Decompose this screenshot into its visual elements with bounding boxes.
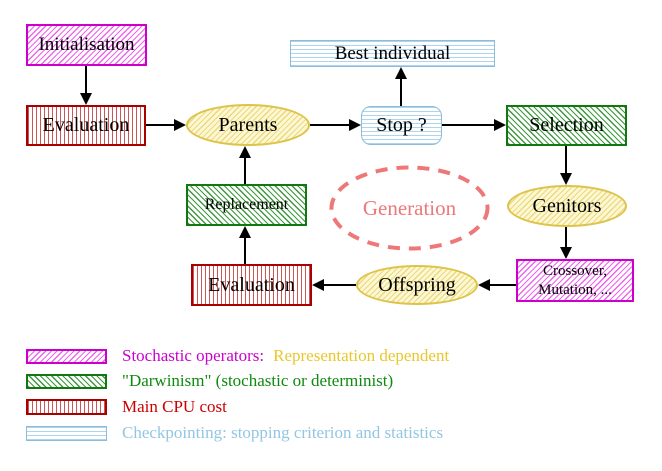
legend-swatch-cyan-stripes bbox=[26, 425, 107, 441]
arrow-crossover-to-offspring-line bbox=[490, 284, 516, 286]
arrow-stop-to-selection-line bbox=[442, 124, 495, 126]
legend-label-cpu-cost: Main CPU cost bbox=[122, 397, 227, 416]
node-evaluation-top-label: Evaluation bbox=[42, 114, 130, 136]
node-mutation-label: Mutation, ... bbox=[538, 281, 612, 298]
arrow-init-to-evaluation-head-icon bbox=[80, 93, 92, 105]
arrow-evaluation-to-replacement-head-icon bbox=[239, 226, 251, 238]
arrow-offspring-to-evaluation-head-icon bbox=[312, 279, 324, 291]
node-parents-label: Parents bbox=[218, 113, 278, 136]
legend-label-darwinism: "Darwinism" (stochastic or determinist) bbox=[122, 371, 394, 390]
node-crossover-label: Crossover, bbox=[543, 262, 607, 279]
legend-row-stochastic-operators: Stochastic operators: Representation dep… bbox=[26, 346, 449, 366]
legend-swatch-magenta-hatch bbox=[26, 348, 107, 364]
arrow-crossover-to-offspring-head-icon bbox=[478, 279, 490, 291]
node-evaluation-top: Evaluation bbox=[26, 105, 146, 146]
arrow-stop-to-best-head-icon bbox=[395, 67, 407, 79]
node-replacement: Replacement bbox=[186, 184, 307, 226]
arrow-selection-to-genitors-line bbox=[565, 146, 567, 174]
node-replacement-label: Replacement bbox=[204, 196, 289, 213]
arrow-selection-to-genitors-head-icon bbox=[560, 173, 572, 185]
arrow-genitors-to-crossover-head-icon bbox=[560, 247, 572, 259]
legend-label-representation-dependent: Representation dependent bbox=[273, 346, 450, 365]
node-stop: Stop ? bbox=[361, 106, 442, 145]
generation-dashed-ellipse-icon bbox=[329, 165, 490, 251]
legend-row-checkpointing: Checkpointing: stopping criterion and st… bbox=[26, 423, 443, 443]
node-best-individual-label: Best individual bbox=[334, 42, 451, 64]
legend-label-stochastic-operators: Stochastic operators: bbox=[122, 346, 265, 365]
legend-swatch-green-hatch bbox=[26, 373, 107, 389]
node-offspring-label: Offspring bbox=[378, 273, 456, 296]
node-initialisation: Initialisation bbox=[26, 24, 147, 66]
arrow-evaluation-to-parents-head-icon bbox=[174, 119, 186, 131]
node-offspring: Offspring bbox=[356, 265, 478, 305]
node-stop-label: Stop ? bbox=[376, 114, 427, 136]
arrow-evaluation-to-parents-line bbox=[146, 124, 176, 126]
arrow-replacement-to-parents-head-icon bbox=[239, 146, 251, 158]
node-genitors-label: Genitors bbox=[532, 194, 602, 217]
arrow-genitors-to-crossover-line bbox=[565, 227, 567, 248]
node-generation: Generation bbox=[328, 164, 491, 252]
legend-row-darwinism: "Darwinism" (stochastic or determinist) bbox=[26, 371, 393, 391]
arrow-replacement-to-parents-line bbox=[244, 158, 246, 184]
legend-row-cpu-cost: Main CPU cost bbox=[26, 397, 227, 417]
arrow-stop-to-best-line bbox=[400, 79, 402, 106]
arrow-stop-to-selection-head-icon bbox=[494, 119, 506, 131]
node-genitors: Genitors bbox=[507, 185, 627, 227]
node-selection-label: Selection bbox=[529, 114, 604, 136]
node-initialisation-label: Initialisation bbox=[38, 34, 135, 55]
node-evaluation-bottom-label: Evaluation bbox=[208, 273, 295, 296]
legend-swatch-red-stripes bbox=[26, 399, 107, 415]
node-generation-label: Generation bbox=[362, 195, 457, 220]
node-crossover-mutation: Crossover, Mutation, ... bbox=[516, 259, 634, 302]
arrow-parents-to-stop-line bbox=[310, 124, 350, 126]
arrow-parents-to-stop-head-icon bbox=[349, 119, 361, 131]
node-best-individual: Best individual bbox=[290, 40, 495, 67]
arrow-offspring-to-evaluation-line bbox=[324, 284, 356, 286]
node-evaluation-bottom: Evaluation bbox=[191, 264, 312, 306]
arrow-evaluation-to-replacement-line bbox=[244, 238, 246, 264]
legend-label-checkpointing: Checkpointing: stopping criterion and st… bbox=[122, 423, 444, 442]
arrow-init-to-evaluation-line bbox=[85, 66, 87, 95]
node-parents: Parents bbox=[186, 104, 310, 146]
node-selection: Selection bbox=[506, 105, 627, 146]
